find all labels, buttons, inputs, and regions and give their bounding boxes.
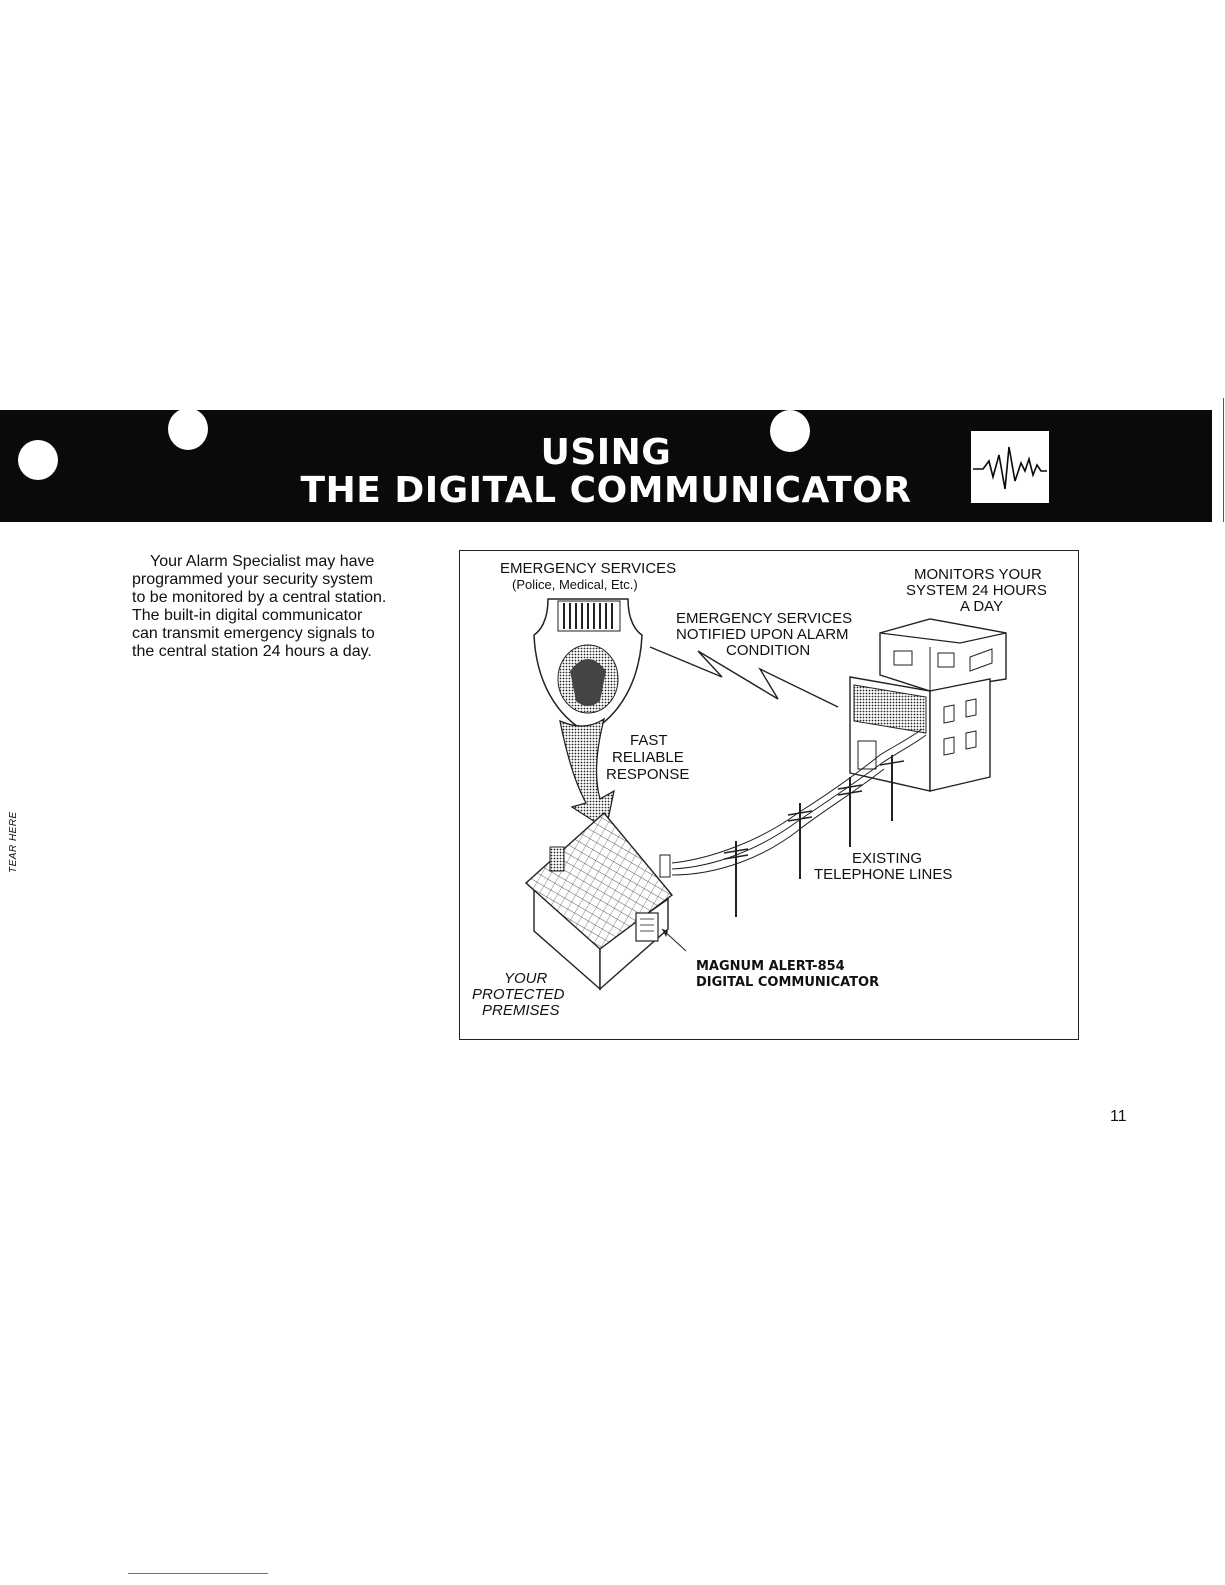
existing-line2: TELEPHONE LINES: [814, 866, 953, 883]
punch-hole-left: [18, 440, 58, 480]
monitors-line2: SYSTEM 24 HOURS: [906, 582, 1047, 599]
intro-paragraph: Your Alarm Specialist may have programme…: [132, 553, 422, 661]
existing-line1: EXISTING: [852, 850, 923, 867]
intro-line: the central station 24 hours a day.: [132, 643, 372, 660]
premises-line1: YOUR: [504, 970, 548, 987]
telephone-lines-icon: [671, 728, 927, 917]
monitors-line1: MONITORS YOUR: [914, 566, 1042, 583]
fast-line2: RELIABLE: [612, 749, 684, 766]
premises-line2: PROTECTED: [472, 986, 565, 1003]
punch-hole-center-left: [168, 408, 208, 450]
intro-line: programmed your security system: [132, 571, 373, 588]
emergency-services-subtitle: (Police, Medical, Etc.): [512, 577, 638, 592]
page-title-line2: THE DIGITAL COMMUNICATOR: [300, 470, 912, 511]
response-arrow-icon: [559, 717, 615, 831]
emergency-services-title: EMERGENCY SERVICES: [500, 560, 677, 577]
intro-line: to be monitored by a central station.: [132, 589, 387, 606]
premises-line3: PREMISES: [482, 1002, 560, 1019]
intro-line-text: Your Alarm Specialist may have: [150, 553, 375, 570]
intro-line: The built-in digital communicator: [132, 607, 363, 624]
diagram-illustration: [524, 598, 1007, 991]
product-name: MAGNUM ALERT-854: [696, 959, 845, 974]
notified-line1: EMERGENCY SERVICES: [676, 610, 853, 627]
intro-line: Your Alarm Specialist may have: [132, 553, 422, 571]
tear-here-label: TEAR HERE: [8, 811, 19, 873]
punch-hole-center-right: [770, 410, 810, 452]
intro-line: can transmit emergency signals to: [132, 625, 375, 642]
central-station-building-icon: [849, 618, 1007, 792]
waveform-icon: [968, 428, 1052, 506]
signal-lightning-icon: [649, 646, 839, 708]
police-shield-icon: [533, 598, 643, 734]
page-edge-line: [1223, 398, 1224, 522]
page-number: 11: [1110, 1108, 1127, 1125]
footer-rule: [128, 1573, 268, 1574]
protected-house-icon: [524, 811, 687, 991]
fast-line1: FAST: [630, 732, 668, 749]
monitors-line3: A DAY: [960, 598, 1004, 615]
notified-line3: CONDITION: [726, 642, 811, 659]
communicator-diagram: EMERGENCY SERVICES (Police, Medical, Etc…: [459, 550, 1079, 1040]
page-title-line1: USING: [540, 432, 672, 473]
fast-line3: RESPONSE: [606, 766, 690, 783]
product-description: DIGITAL COMMUNICATOR: [696, 975, 880, 990]
notified-line2: NOTIFIED UPON ALARM: [676, 626, 849, 643]
